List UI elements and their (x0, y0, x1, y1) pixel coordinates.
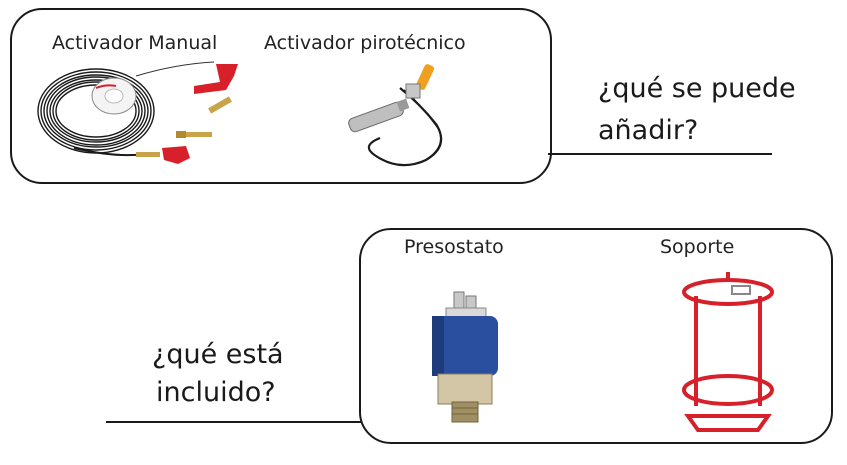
addons-question-line2: añadir? (598, 115, 699, 146)
pyrotechnic-activator-label: Activador pirotécnico (264, 32, 466, 54)
addons-question-line1: ¿qué se puede (598, 73, 796, 104)
pyrotechnic-activator-image (340, 64, 470, 176)
addons-underline (548, 153, 772, 155)
included-question-line2: incluido? (156, 377, 276, 408)
included-question-line1: ¿qué está (152, 339, 284, 370)
soporte-image (674, 266, 782, 436)
manual-activator-label: Activador Manual (52, 32, 218, 54)
presostato-label: Presostato (404, 236, 504, 258)
included-items-panel (359, 228, 833, 444)
presostato-image (424, 290, 504, 426)
included-underline (106, 421, 361, 423)
manual-activator-image (26, 56, 266, 172)
soporte-label: Soporte (660, 236, 735, 258)
